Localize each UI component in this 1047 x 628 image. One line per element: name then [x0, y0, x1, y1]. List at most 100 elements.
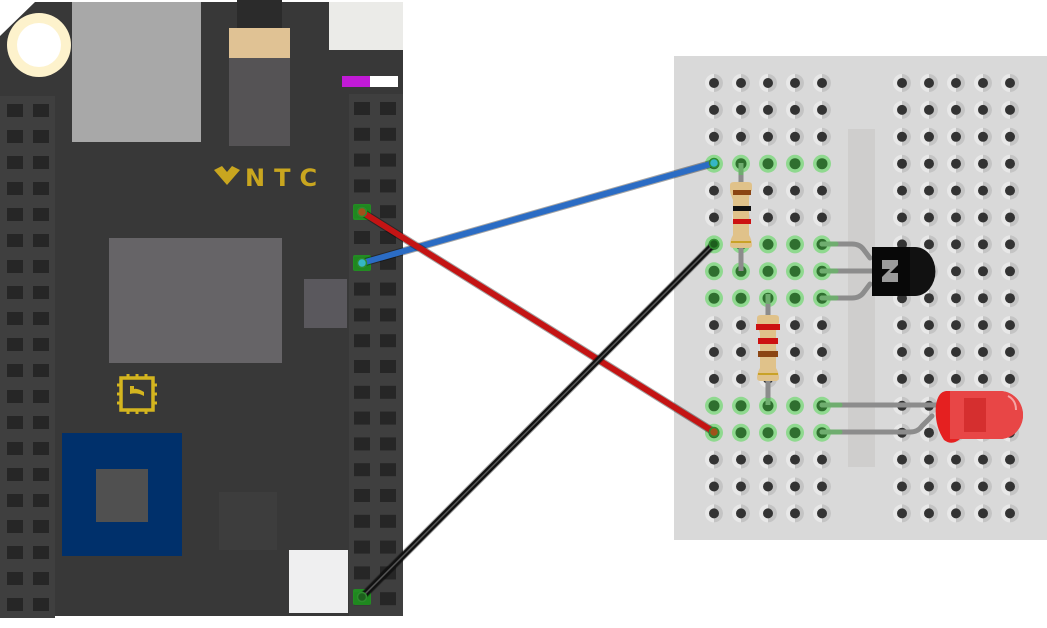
- breadboard-hole[interactable]: [732, 504, 751, 523]
- breadboard-hole[interactable]: [786, 477, 804, 496]
- breadboard-hole[interactable]: [813, 100, 831, 119]
- breadboard-hole[interactable]: [893, 343, 911, 361]
- breadboard-hole[interactable]: [759, 208, 777, 227]
- breadboard-hole[interactable]: [705, 343, 723, 361]
- breadboard-hole[interactable]: [920, 154, 938, 173]
- breadboard-hole[interactable]: [759, 504, 778, 523]
- black-wire[interactable]: [356, 238, 720, 603]
- breadboard-hole[interactable]: [947, 154, 965, 173]
- breadboard-hole[interactable]: [947, 316, 965, 335]
- breadboard-hole[interactable]: [893, 504, 911, 523]
- breadboard-hole[interactable]: [732, 477, 750, 496]
- blue-wire[interactable]: [356, 157, 720, 269]
- breadboard-hole[interactable]: [1001, 127, 1019, 146]
- breadboard-hole[interactable]: [974, 504, 992, 523]
- breadboard-hole[interactable]: [705, 369, 723, 388]
- breadboard-hole[interactable]: [974, 154, 992, 173]
- breadboard-hole[interactable]: [974, 289, 992, 308]
- breadboard-hole[interactable]: [893, 450, 911, 469]
- breadboard-hole[interactable]: [947, 477, 965, 496]
- breadboard-hole[interactable]: [732, 127, 750, 146]
- breadboard-hole-active[interactable]: [732, 262, 750, 281]
- breadboard-hole[interactable]: [947, 127, 965, 146]
- breadboard-hole[interactable]: [705, 181, 723, 200]
- breadboard-hole[interactable]: [947, 208, 965, 227]
- red-wire[interactable]: [356, 206, 720, 438]
- breadboard-hole[interactable]: [947, 74, 965, 92]
- breadboard-hole[interactable]: [705, 74, 723, 92]
- breadboard-hole[interactable]: [759, 181, 777, 200]
- breadboard-hole[interactable]: [1001, 504, 1020, 523]
- breadboard-hole[interactable]: [947, 181, 965, 200]
- breadboard-hole[interactable]: [1001, 369, 1019, 388]
- breadboard-hole[interactable]: [786, 316, 804, 335]
- breadboard-hole[interactable]: [705, 450, 723, 469]
- breadboard-hole-active[interactable]: [786, 154, 804, 173]
- breadboard-hole[interactable]: [920, 74, 938, 92]
- breadboard-hole[interactable]: [1001, 208, 1019, 227]
- breadboard-hole[interactable]: [813, 477, 831, 496]
- breadboard-hole[interactable]: [974, 316, 992, 335]
- breadboard-hole[interactable]: [786, 127, 804, 146]
- breadboard-hole[interactable]: [813, 74, 831, 92]
- breadboard-hole[interactable]: [813, 369, 831, 388]
- breadboard-hole[interactable]: [974, 262, 992, 281]
- breadboard-hole[interactable]: [1001, 289, 1019, 308]
- breadboard-hole[interactable]: [1001, 343, 1019, 361]
- breadboard-hole[interactable]: [1001, 477, 1019, 496]
- breadboard-hole-active[interactable]: [786, 235, 804, 254]
- breadboard-hole[interactable]: [974, 235, 992, 254]
- breadboard-hole[interactable]: [813, 208, 831, 227]
- breadboard-hole[interactable]: [974, 127, 992, 146]
- breadboard-hole[interactable]: [893, 181, 911, 200]
- breadboard-hole[interactable]: [1001, 262, 1019, 281]
- breadboard-hole[interactable]: [920, 208, 938, 227]
- breadboard-hole[interactable]: [893, 74, 911, 92]
- breadboard-hole[interactable]: [920, 127, 938, 146]
- breadboard-hole-active[interactable]: [786, 289, 804, 308]
- breadboard-hole[interactable]: [947, 289, 965, 308]
- breadboard-hole[interactable]: [705, 477, 723, 496]
- breadboard-hole[interactable]: [705, 127, 723, 146]
- breadboard-hole[interactable]: [947, 100, 965, 119]
- breadboard-hole-active[interactable]: [786, 262, 804, 281]
- wire-end[interactable]: [356, 591, 368, 603]
- breadboard-hole[interactable]: [786, 208, 804, 227]
- breadboard-hole-active[interactable]: [732, 423, 750, 442]
- breadboard-hole[interactable]: [974, 477, 992, 496]
- breadboard-hole[interactable]: [920, 504, 939, 523]
- breadboard-hole-active[interactable]: [759, 262, 777, 281]
- breadboard-hole[interactable]: [732, 450, 750, 469]
- breadboard-hole[interactable]: [947, 262, 965, 281]
- breadboard-hole[interactable]: [786, 504, 804, 523]
- breadboard-hole[interactable]: [974, 74, 992, 92]
- breadboard-hole[interactable]: [786, 74, 804, 92]
- breadboard-hole[interactable]: [920, 316, 938, 335]
- breadboard-hole[interactable]: [1001, 450, 1019, 469]
- breadboard-hole[interactable]: [1001, 235, 1019, 254]
- breadboard-hole[interactable]: [786, 100, 804, 119]
- breadboard-hole[interactable]: [920, 450, 938, 469]
- breadboard-hole[interactable]: [705, 316, 723, 335]
- breadboard-hole[interactable]: [974, 100, 992, 119]
- breadboard-hole[interactable]: [786, 181, 804, 200]
- breadboard-hole[interactable]: [893, 316, 911, 335]
- breadboard-hole[interactable]: [893, 100, 911, 119]
- wire-end[interactable]: [708, 426, 720, 438]
- breadboard-hole[interactable]: [920, 369, 938, 388]
- breadboard-hole-active[interactable]: [732, 396, 750, 415]
- breadboard-hole-active[interactable]: [786, 396, 804, 415]
- wire-end[interactable]: [708, 157, 720, 169]
- breadboard-hole[interactable]: [920, 289, 938, 308]
- breadboard-hole[interactable]: [974, 450, 992, 469]
- breadboard-hole[interactable]: [759, 450, 777, 469]
- breadboard-hole[interactable]: [813, 343, 831, 361]
- wire-end[interactable]: [708, 238, 720, 250]
- breadboard-hole[interactable]: [732, 316, 750, 335]
- breadboard-hole[interactable]: [1001, 316, 1019, 335]
- breadboard-hole-active[interactable]: [759, 235, 777, 254]
- breadboard-hole[interactable]: [813, 504, 832, 523]
- wire-end[interactable]: [356, 206, 368, 218]
- breadboard-hole[interactable]: [947, 369, 965, 388]
- breadboard-hole[interactable]: [893, 154, 911, 173]
